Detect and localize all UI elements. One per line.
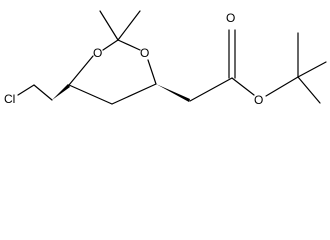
bond-c2-o3 <box>117 39 141 51</box>
carbonyl-oxygen-label: O <box>226 11 235 25</box>
bond-c5-c6 <box>68 84 113 105</box>
bond-tbu-methyl-down <box>297 76 321 104</box>
bond-tbu-methyl-right <box>297 61 327 78</box>
bond-cl-ch2 <box>17 84 35 96</box>
bond-o1-c2 <box>102 39 119 51</box>
chlorine-label: Cl <box>4 92 15 106</box>
bond-o3-c4 <box>147 59 157 85</box>
bond-c2-methyl-a <box>99 10 119 41</box>
stereo-wedge-right <box>156 84 190 102</box>
ring-oxygen-left-label: O <box>93 46 102 60</box>
bond-c6-o1 <box>68 55 94 86</box>
bond-c2-methyl-b <box>117 10 141 41</box>
bond-c4-c5 <box>111 83 157 105</box>
stereo-wedge-left <box>52 84 70 100</box>
bond-ester-o-tbu <box>265 76 299 97</box>
ester-oxygen-label: O <box>254 93 263 107</box>
bond-ch2-carbonyl <box>189 77 233 102</box>
ring-oxygen-right-label: O <box>140 46 149 60</box>
chemical-structure-diagram: Cl O O O O <box>4 10 327 107</box>
bond-carbonyl-ester-o <box>231 77 255 96</box>
bond-ch2-c6 <box>33 84 53 101</box>
